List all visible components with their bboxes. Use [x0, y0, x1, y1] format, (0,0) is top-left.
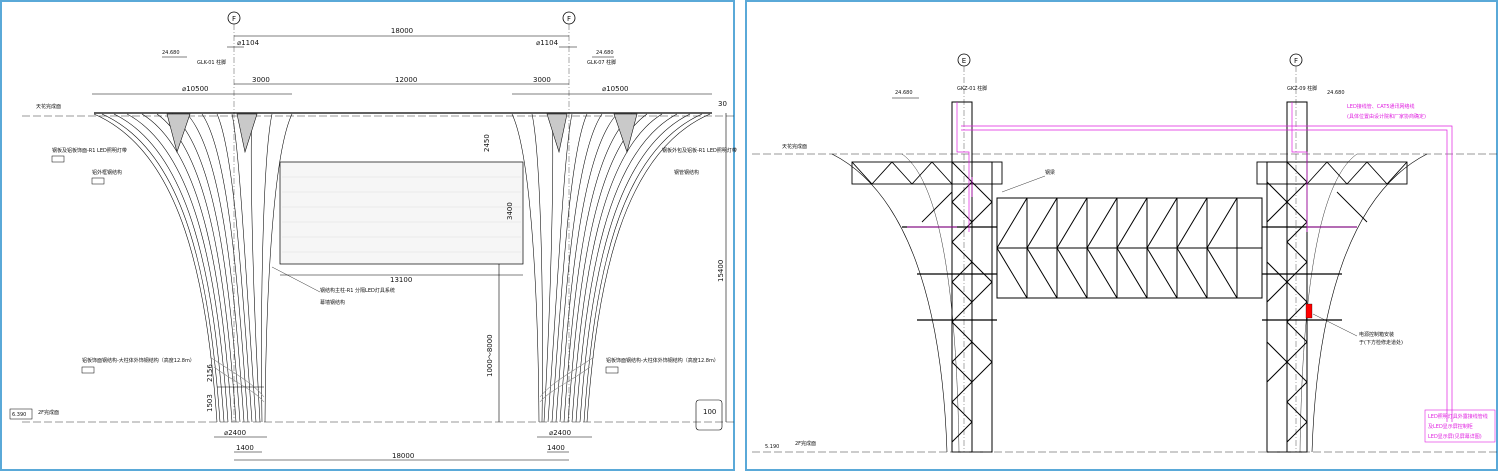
led-wiring [907, 102, 1453, 422]
axis-label-e: E [962, 57, 966, 65]
screen-truss [996, 197, 1263, 299]
note-2: 钢板及铝板饰面-R1 LED照明灯带 [52, 147, 127, 154]
axis-marker-left: F [227, 11, 241, 422]
right-col-left: GKZ-01 柱脚 [957, 85, 987, 92]
mag-note-top: LED接线管、CAT5通讯网络线 [1347, 103, 1415, 110]
dim-3400: 3400 [506, 202, 514, 220]
dim-3000-left: 3000 [252, 76, 270, 84]
level-top-right: 24.680 [596, 50, 614, 56]
axis-label-left: F [232, 15, 236, 23]
dim-dia-1104-left: ⌀1104 [237, 39, 260, 47]
level-marker-top-right: 24.680 [592, 50, 614, 58]
note-ceiling: 天花完成面 [36, 103, 61, 110]
dim-1400-left: 1400 [236, 444, 254, 452]
note-7: 幕墙钢结构 [320, 299, 345, 306]
axis-label-f: F [1294, 57, 1298, 65]
dim-3000-right: 3000 [533, 76, 551, 84]
right-level-top: 24.680 [895, 90, 913, 96]
dim-1400-right: 1400 [547, 444, 565, 452]
mag-note-bot2: 及LED显示屏控制柜 [1428, 423, 1473, 430]
right-elevation-drawing: E F 24.680 24.680 GKZ-01 柱脚 GKZ-09 柱脚 天花… [752, 53, 1500, 453]
screen-frame [279, 161, 524, 265]
dim-r100: 100 [703, 408, 716, 416]
right-elevation-panel: E F 24.680 24.680 GKZ-01 柱脚 GKZ-09 柱脚 天花… [745, 0, 1500, 471]
note-4: 钢板外包及铝板-R1 LED照明灯带 [662, 147, 737, 154]
right-floor: 2F完成面 [795, 440, 816, 447]
dim-dia-10500-left: ⌀10500 [182, 85, 208, 93]
note-8: 铝板饰面钢结构-大柱体外饰钢结构（高度12.8m） [82, 357, 195, 364]
right-ceiling: 天花完成面 [782, 143, 807, 150]
dim-12000: 12000 [395, 76, 417, 84]
note-6: 钢结构主柱-R1 分隔LED灯具系统 [320, 287, 395, 294]
power-box [1305, 303, 1313, 319]
right-level-base: 5.190 [765, 444, 779, 450]
axis-marker-right: F [562, 11, 576, 422]
dim-13100: 13100 [390, 276, 412, 284]
dim-2450: 2450 [483, 134, 491, 152]
dim-r30: 30 [718, 100, 727, 108]
col-label-left: GLK-01 柱脚 [197, 59, 226, 66]
mag-note-bot1: LED照明灯具外露接线管线 [1428, 413, 1488, 420]
note-5: 钢管钢结构 [674, 169, 699, 176]
dim-dia-2400-right: ⌀2400 [549, 429, 571, 437]
dim-bottom-span: 18000 [392, 452, 414, 460]
dim-dia-2400-left: ⌀2400 [224, 429, 246, 437]
dim-top-span: 18000 [391, 27, 413, 35]
top-truss [851, 161, 1408, 223]
level-base: 6.390 [12, 412, 26, 418]
mag-note-bot3: LED显示屏(见屏幕详图) [1428, 433, 1482, 440]
left-elevation-panel: F F 18000 ⌀1104 ⌀1104 24.680 24.680 GLK-… [0, 0, 737, 471]
right-label-1: 钢梁 [1045, 169, 1055, 176]
col-label-right: GLK-07 柱脚 [587, 59, 616, 66]
red-note2: 于(下方检修走道处) [1359, 339, 1403, 346]
dim-2156: 2156 [206, 364, 214, 382]
axis-label-right: F [567, 15, 571, 23]
note-9: 铝板饰面钢结构-大柱体外饰钢结构（高度12.8m） [606, 357, 719, 364]
mag-note-top2: (具体位置由设计院和厂家协商确定) [1347, 113, 1426, 120]
left-elevation-drawing: F F 18000 ⌀1104 ⌀1104 24.680 24.680 GLK-… [9, 11, 737, 461]
dim-dia-10500-right: ⌀10500 [602, 85, 628, 93]
column-right [511, 113, 711, 423]
level-top-left: 24.680 [162, 50, 180, 56]
right-col-right: GKZ-09 柱脚 [1287, 85, 1317, 92]
note-floor: 2F完成面 [38, 409, 59, 416]
column-left [93, 113, 293, 423]
lattice-tower-right [1266, 101, 1308, 453]
level-marker-top-left: 24.680 [162, 50, 187, 58]
dim-1503: 1503 [206, 394, 214, 412]
note-3: 铝外框钢结构 [92, 169, 122, 176]
right-level-top-r: 24.680 [1327, 90, 1345, 96]
dim-15400: 15400 [717, 260, 725, 282]
dim-dia-1104-right: ⌀1104 [536, 39, 559, 47]
dim-8000: 1000～8000 [486, 334, 494, 377]
lattice-tower-left [951, 101, 993, 453]
red-note1: 电源控制箱安装 [1359, 331, 1394, 338]
